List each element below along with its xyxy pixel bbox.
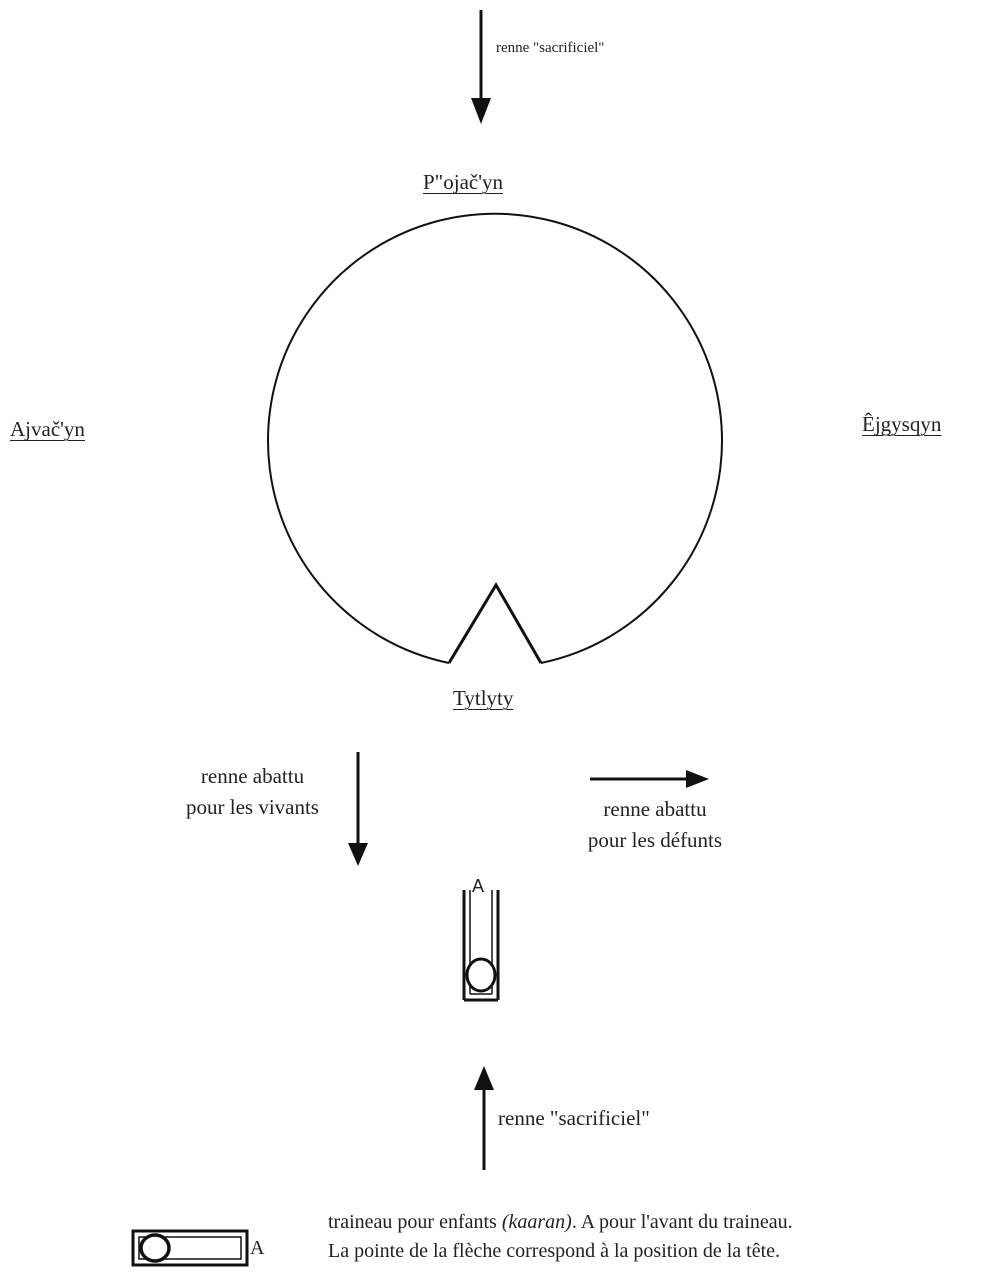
sledge-head-marker (465, 957, 497, 993)
direction-south-label: Tytlyty (453, 686, 514, 710)
legend-sledge-marker: A (250, 1237, 265, 1259)
dead-label-line1: renne abattu (603, 797, 707, 821)
legend-caption: traineau pour enfants (kaaran). A pour l… (328, 1208, 793, 1266)
top-sacrificial-arrow (471, 10, 491, 124)
living-label-line2: pour les vivants (186, 795, 319, 819)
dwelling-circle (267, 212, 723, 664)
living-arrow (348, 752, 368, 866)
caption-term: (kaaran) (501, 1211, 572, 1233)
dead-label-line2: pour les défunts (587, 828, 723, 852)
dead-arrow (590, 770, 709, 788)
top-arrow-label: renne "sacrificiel" (496, 40, 605, 56)
entrance-notch (447, 582, 543, 664)
caption-line1: traineau pour enfants (kaaran). A pour l… (328, 1208, 793, 1237)
sledge-vertical (462, 890, 500, 1002)
living-arrow-label: renne abattu pour les vivants (160, 761, 345, 823)
legend-sledge (131, 1229, 249, 1267)
dead-arrow-label: renne abattu pour les défunts (555, 794, 755, 856)
caption-line2: La pointe de la flèche correspond à la p… (328, 1240, 781, 1262)
sledge-front-marker: A (472, 876, 485, 896)
caption-text-1: traineau pour enfants (328, 1211, 502, 1233)
caption-text-2: . A pour l'avant du traineau. (571, 1211, 793, 1233)
bottom-arrow-label: renne "sacrificiel" (498, 1106, 650, 1130)
bottom-sacrificial-arrow (474, 1066, 494, 1170)
direction-north-label: P"ojač'yn (423, 170, 504, 194)
living-label-line1: renne abattu (200, 764, 305, 788)
direction-west-label: Ajvač'yn (10, 417, 85, 441)
direction-east-label: Êjgysqyn (862, 412, 942, 436)
